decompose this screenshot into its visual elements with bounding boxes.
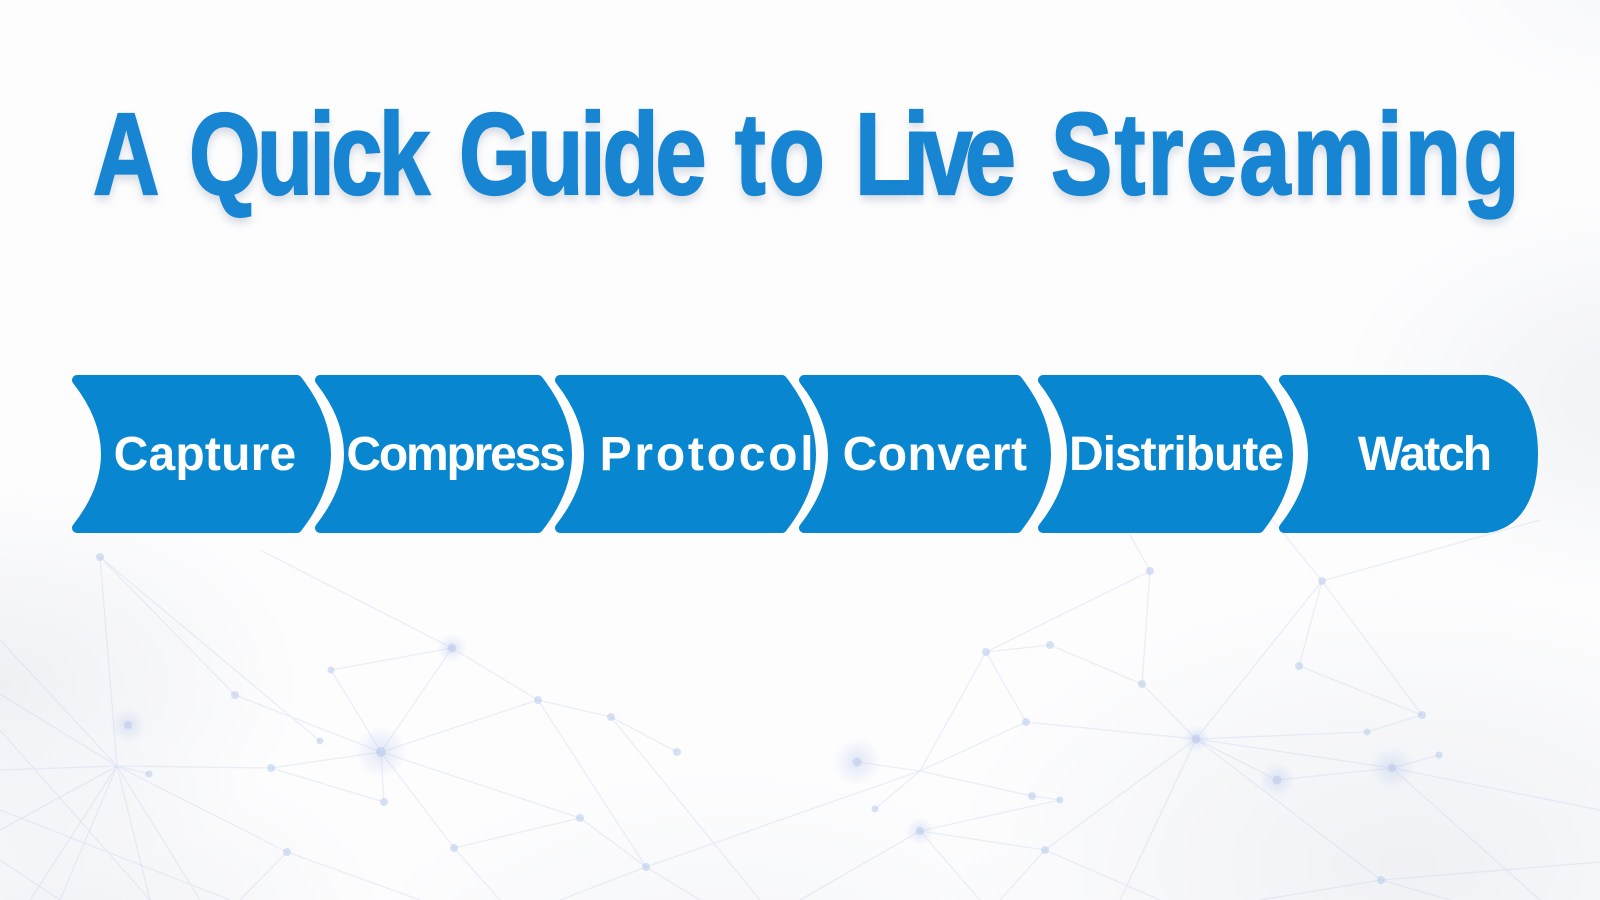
svg-text:Compress: Compress: [346, 428, 564, 481]
svg-text:Convert: Convert: [843, 428, 1028, 481]
svg-text:Protocol: Protocol: [600, 428, 817, 481]
svg-text:Capture: Capture: [114, 428, 297, 481]
svg-text:Watch: Watch: [1358, 428, 1490, 481]
svg-text:Distribute: Distribute: [1069, 428, 1283, 481]
